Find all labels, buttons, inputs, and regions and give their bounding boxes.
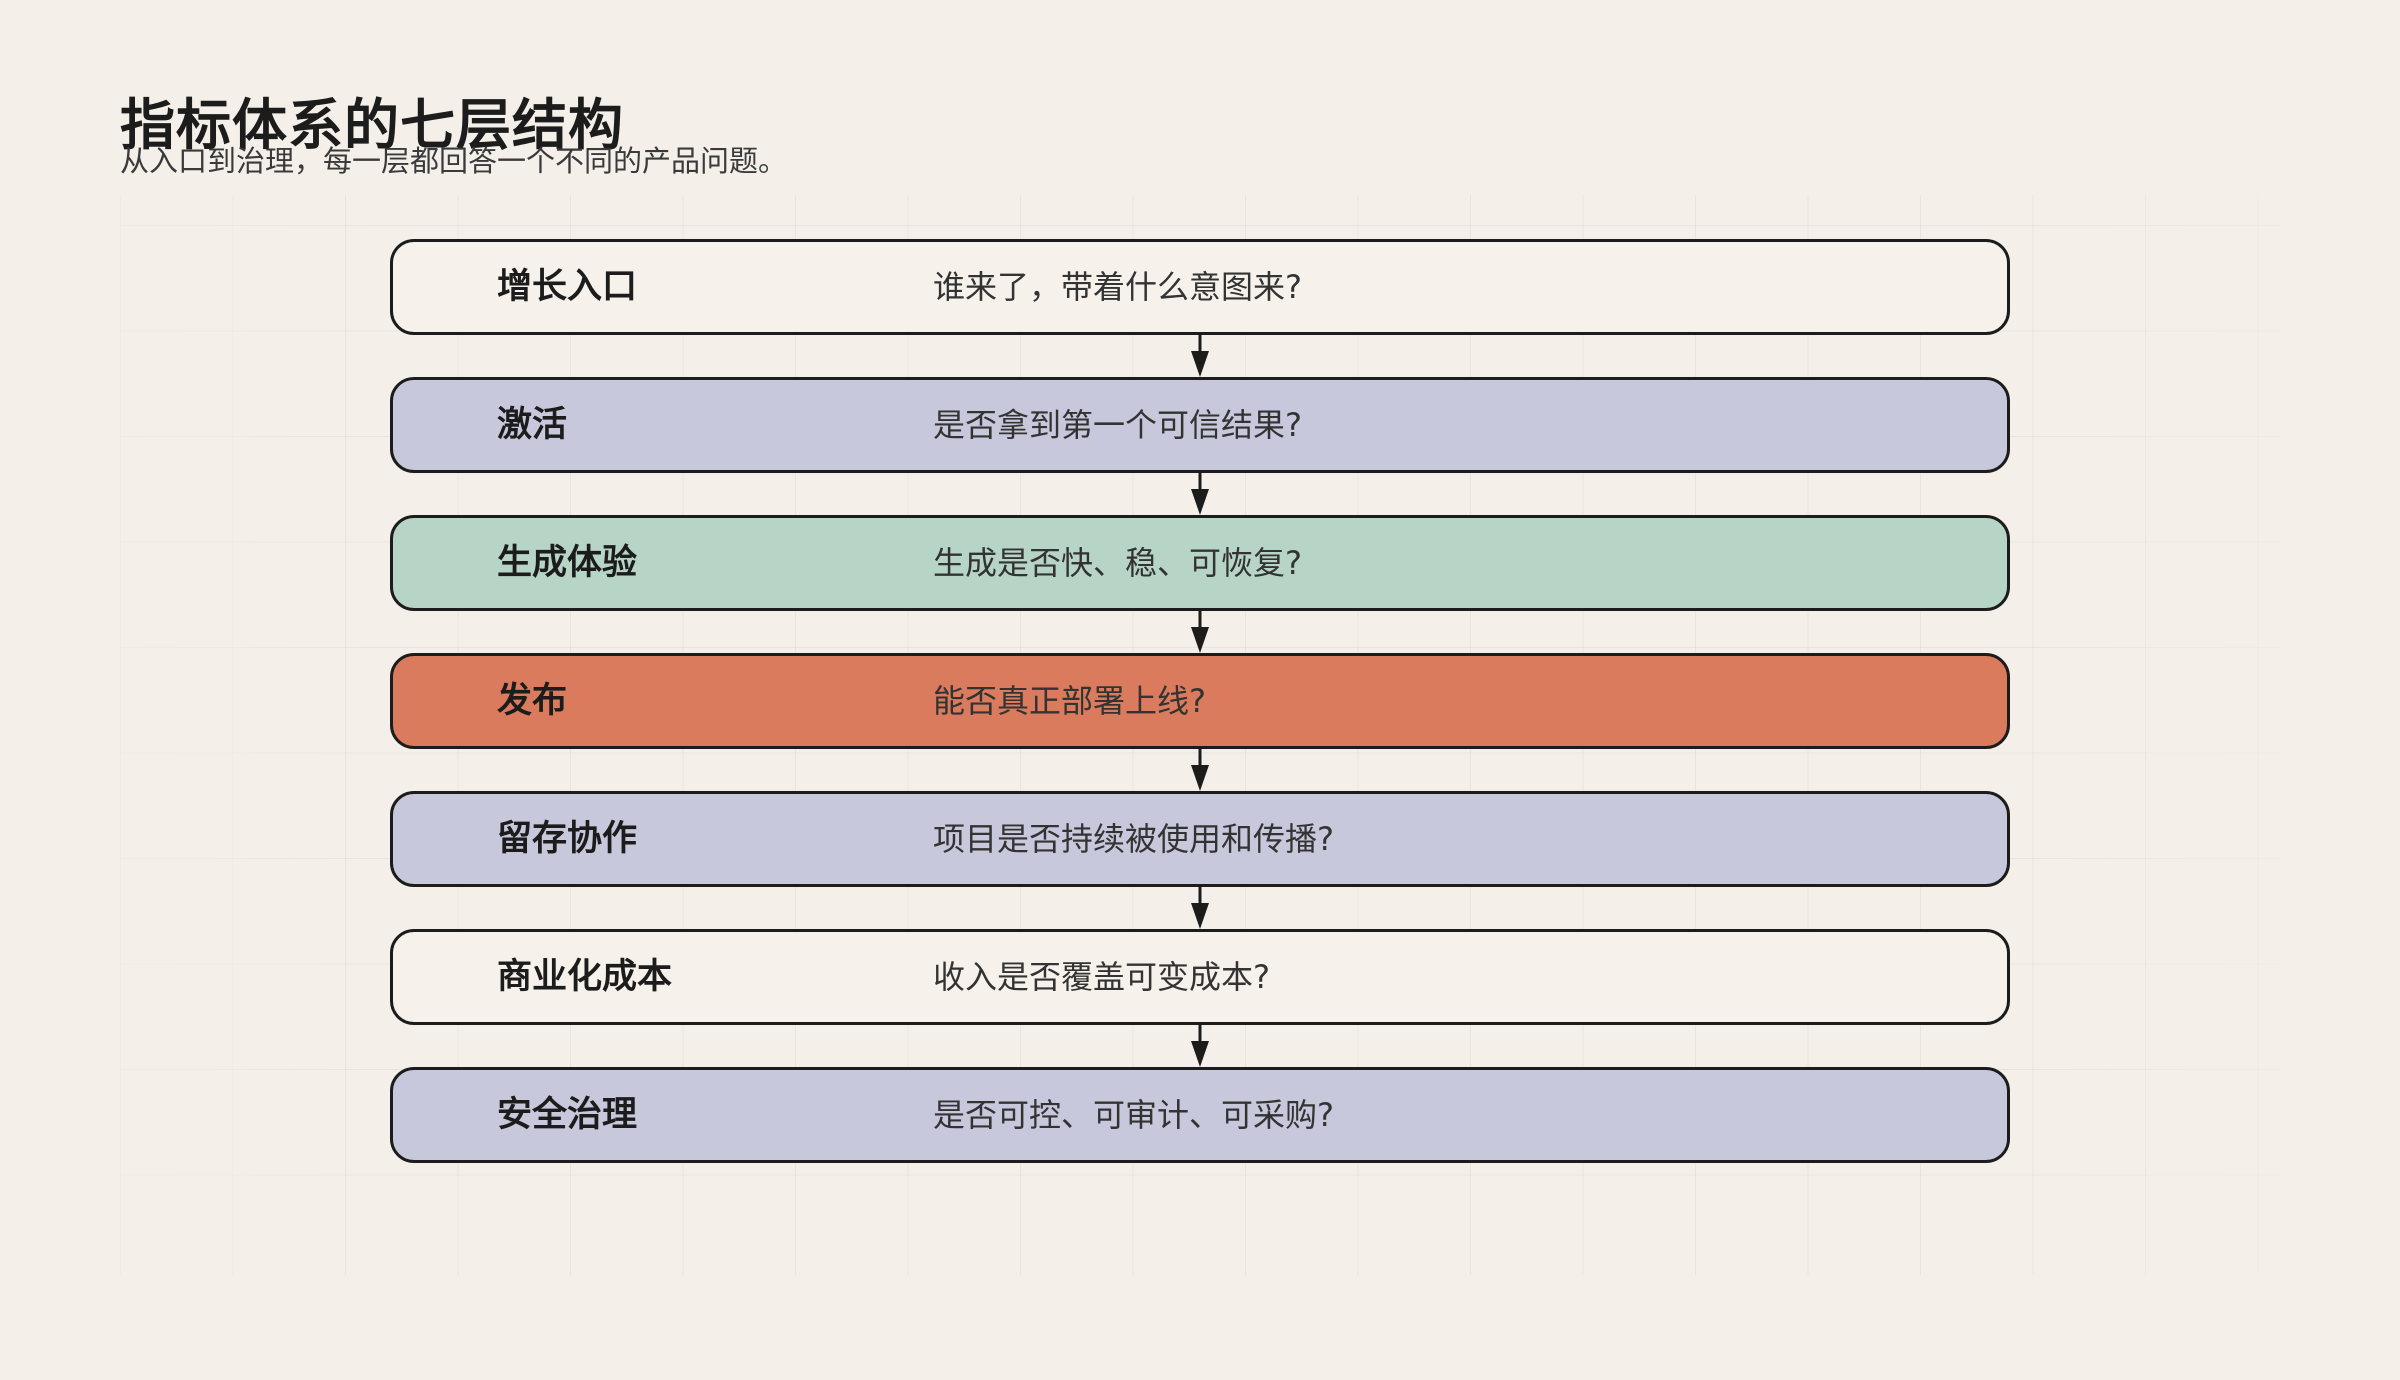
layer-question: 是否拿到第一个可信结果? bbox=[933, 406, 1302, 444]
layer-question: 收入是否覆盖可变成本? bbox=[933, 958, 1270, 996]
layer-box-growth-entry: 增长入口 谁来了，带着什么意图来? bbox=[390, 239, 2010, 335]
layer-question: 是否可控、可审计、可采购? bbox=[933, 1096, 1334, 1134]
arrow-down-icon bbox=[1191, 887, 1209, 929]
arrow-down-icon bbox=[1191, 1025, 1209, 1067]
arrow-down-icon bbox=[1191, 749, 1209, 791]
layer-box-generation-experience: 生成体验 生成是否快、稳、可恢复? bbox=[390, 515, 2010, 611]
arrow-down-icon bbox=[1191, 611, 1209, 653]
layer-question: 生成是否快、稳、可恢复? bbox=[933, 544, 1302, 582]
layer-name: 增长入口 bbox=[497, 267, 638, 307]
layer-box-retention-collaboration: 留存协作 项目是否持续被使用和传播? bbox=[390, 791, 2010, 887]
layer-box-monetization-cost: 商业化成本 收入是否覆盖可变成本? bbox=[390, 929, 2010, 1025]
layer-flow-diagram: 增长入口 谁来了，带着什么意图来? 激活 是否拿到第一个可信结果? 生成体验 生… bbox=[390, 239, 2010, 1165]
page-subtitle: 从入口到治理，每一层都回答一个不同的产品问题。 bbox=[120, 144, 788, 178]
layer-question: 谁来了，带着什么意图来? bbox=[933, 268, 1302, 306]
layer-name: 激活 bbox=[497, 405, 568, 445]
arrow-down-icon bbox=[1191, 335, 1209, 377]
layer-name: 留存协作 bbox=[497, 819, 638, 859]
layer-name: 生成体验 bbox=[497, 543, 638, 583]
layer-box-activation: 激活 是否拿到第一个可信结果? bbox=[390, 377, 2010, 473]
layer-question: 能否真正部署上线? bbox=[933, 682, 1206, 720]
arrow-down-icon bbox=[1191, 473, 1209, 515]
layer-name: 安全治理 bbox=[497, 1095, 638, 1135]
layer-name: 发布 bbox=[497, 681, 568, 721]
layer-box-security-governance: 安全治理 是否可控、可审计、可采购? bbox=[390, 1067, 2010, 1163]
layer-name: 商业化成本 bbox=[497, 957, 673, 997]
layer-box-publish: 发布 能否真正部署上线? bbox=[390, 653, 2010, 749]
page-title: 指标体系的七层结构 bbox=[120, 92, 625, 157]
layer-question: 项目是否持续被使用和传播? bbox=[933, 820, 1334, 858]
